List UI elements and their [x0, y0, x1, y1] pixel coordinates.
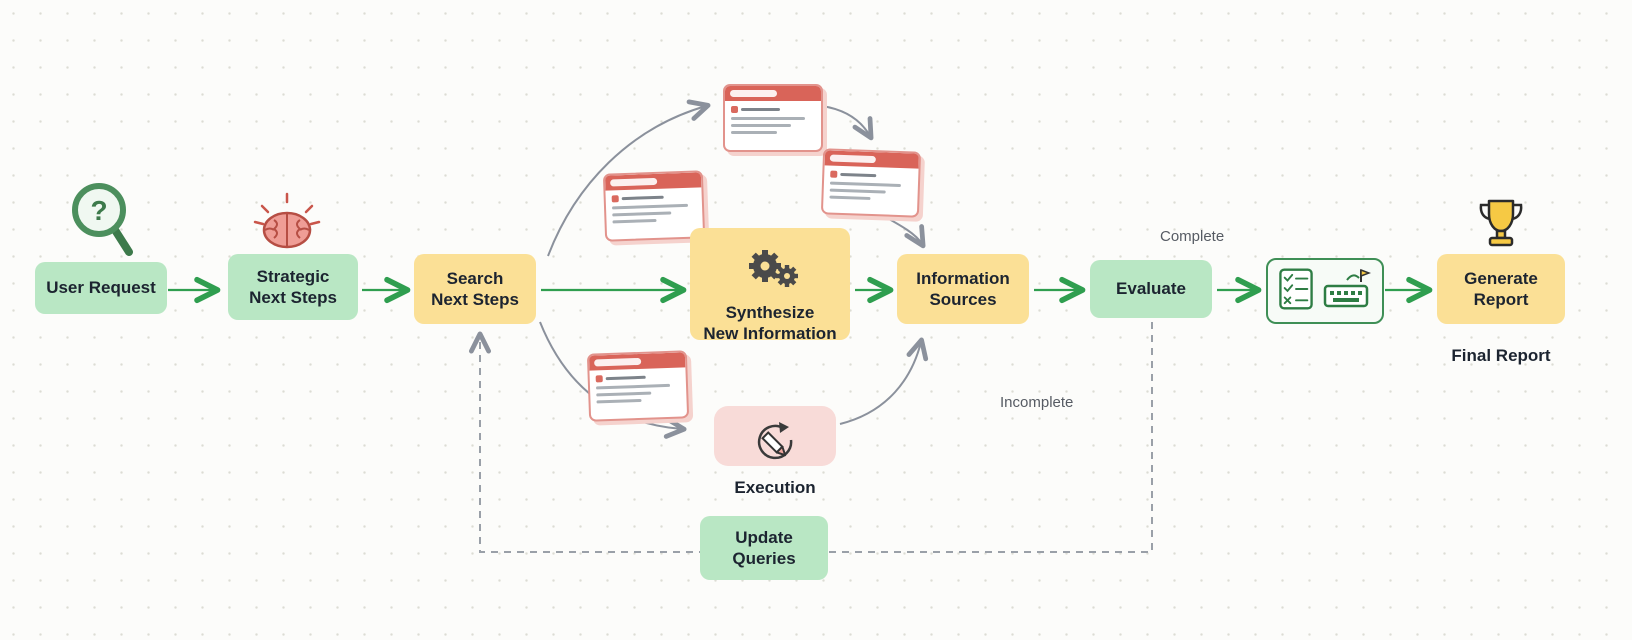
keyboard-flag-icon: [1323, 268, 1372, 315]
browser-urlbar: [829, 154, 877, 164]
browser-favicon: [595, 375, 603, 383]
browser-window-bottom: [586, 350, 690, 422]
node-execution: [714, 406, 836, 466]
label-execution: Execution: [734, 478, 816, 497]
node-evaluate: Evaluate: [1090, 260, 1212, 318]
browser-header: [725, 86, 821, 101]
gears-icon: [740, 224, 800, 299]
label-incomplete: Incomplete: [1000, 394, 1074, 411]
brain-icon: [250, 190, 324, 252]
node-information-sources: Information Sources: [897, 254, 1029, 324]
checklist-icon: [1279, 267, 1313, 315]
report-assembly-iconbox: [1266, 258, 1384, 324]
magnifier-question-icon: ?: [63, 180, 137, 258]
research-loop-arcs: [539, 99, 929, 439]
browser-window-top: [723, 84, 823, 152]
browser-window-left: [602, 170, 706, 242]
browser-urlbar: [730, 90, 778, 97]
browser-favicon: [611, 195, 619, 203]
node-strategic-next-steps: Strategic Next Steps: [228, 254, 358, 320]
node-user-request: User Request: [35, 262, 167, 314]
node-update-queries: Update Queries: [700, 516, 828, 580]
label-complete: Complete: [1160, 228, 1225, 245]
browser-content: [725, 101, 821, 143]
trophy-icon: [1476, 196, 1526, 252]
browser-favicon: [830, 170, 838, 178]
pencil-loop-icon: [750, 400, 800, 473]
browser-favicon: [731, 106, 738, 113]
browser-urlbar: [594, 357, 642, 367]
node-synthesize-new-information: Synthesize New Information: [690, 228, 850, 343]
browser-content: [823, 165, 918, 210]
browser-content: [589, 367, 686, 412]
svg-text:?: ?: [90, 195, 107, 226]
node-generate-report: Generate Report: [1437, 254, 1565, 324]
browser-content: [605, 187, 702, 232]
browser-urlbar: [610, 177, 658, 187]
label-final-report: Final Report: [1451, 346, 1551, 365]
node-search-next-steps: Search Next Steps: [414, 254, 536, 324]
browser-window-right: [820, 148, 922, 218]
node-label: Synthesize New Information: [703, 303, 837, 344]
